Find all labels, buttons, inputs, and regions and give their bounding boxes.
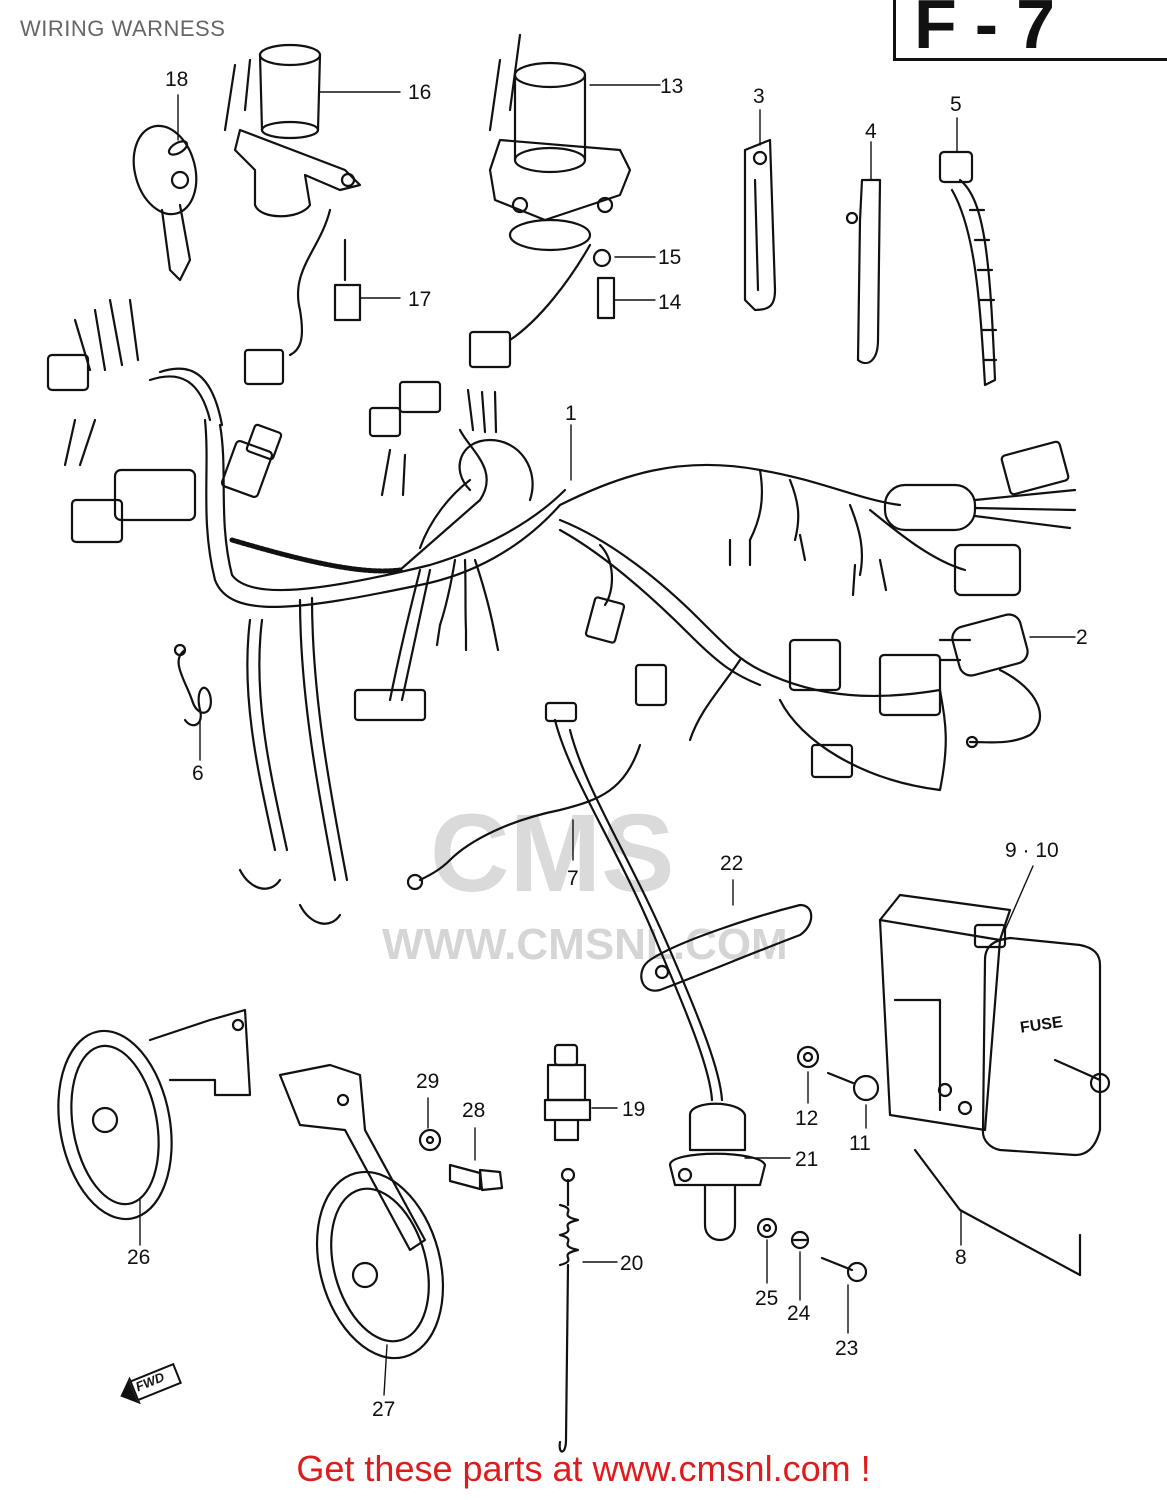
clamp-4 — [845, 178, 882, 365]
callout-26: 26 — [127, 1246, 150, 1269]
callout-18: 18 — [165, 68, 188, 91]
callout-9-10: 9 · 10 — [1005, 839, 1059, 862]
part-2-unit — [938, 613, 1042, 749]
callout-5: 5 — [950, 93, 962, 116]
callout-29: 29 — [416, 1070, 439, 1093]
callout-19: 19 — [622, 1098, 645, 1121]
callout-6: 6 — [192, 762, 204, 785]
figure-code: F-7 — [914, 0, 1073, 63]
callout-23: 23 — [835, 1337, 858, 1360]
small-hardware — [418, 1128, 868, 1283]
callout-21: 21 — [795, 1148, 818, 1171]
callout-8: 8 — [955, 1246, 967, 1269]
callout-17: 17 — [408, 288, 431, 311]
callout-12: 12 — [795, 1107, 818, 1130]
fuse-box-label: FUSE — [1019, 1014, 1064, 1037]
callout-27: 27 — [372, 1398, 395, 1421]
callout-16: 16 — [408, 81, 431, 104]
callout-7: 7 — [567, 867, 579, 890]
clip-6 — [173, 643, 212, 727]
bracket-3 — [743, 138, 777, 312]
callout-4: 4 — [865, 120, 877, 143]
figure-code-box: F-7 — [893, 0, 1167, 63]
stop-switch-19 — [543, 1043, 592, 1142]
footer-cta-link[interactable]: Get these parts at www.cmsnl.com ! — [296, 1448, 871, 1489]
ground-lead-7 — [406, 743, 642, 891]
callout-22: 22 — [720, 852, 743, 875]
callout-11: 11 — [849, 1132, 871, 1155]
harness-connectors — [46, 298, 1077, 925]
horn-26 — [57, 1008, 252, 1221]
key-18 — [132, 124, 198, 282]
bracket-22 — [640, 903, 813, 992]
callout-25: 25 — [755, 1287, 778, 1310]
callout-20: 20 — [620, 1252, 643, 1275]
spring-20 — [558, 1167, 580, 1453]
page-title: WIRING WARNESS — [20, 16, 226, 41]
callout-2: 2 — [1076, 626, 1088, 649]
callout-3: 3 — [753, 85, 765, 108]
callout-24: 24 — [787, 1302, 811, 1325]
callout-15: 15 — [658, 246, 681, 269]
band-5 — [938, 150, 998, 387]
fuse-box-assembly — [796, 893, 1111, 1277]
callout-28: 28 — [462, 1099, 485, 1122]
ignition-switch-16 — [223, 43, 362, 386]
callout-14: 14 — [658, 291, 682, 314]
horn-27 — [278, 1063, 445, 1360]
ignition-switch-13 — [468, 33, 632, 369]
wiring-harness — [148, 367, 967, 882]
cable-21 — [553, 718, 767, 1241]
leader-lines — [139, 84, 1076, 1396]
callout-13: 13 — [660, 75, 683, 98]
callout-1: 1 — [565, 402, 577, 425]
